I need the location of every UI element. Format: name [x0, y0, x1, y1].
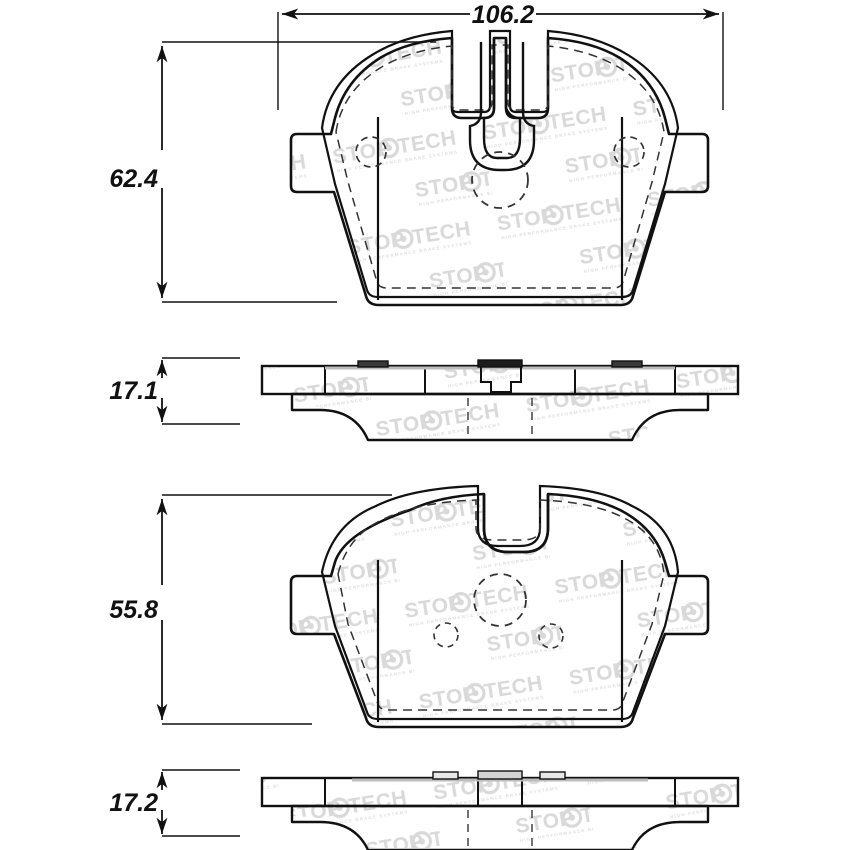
- outer-pad-friction-profile: [290, 392, 710, 442]
- inner-side-tab-left: [432, 771, 459, 780]
- watermark-outer-pad: [291, 38, 708, 305]
- outer-pad-hole-right: [613, 136, 645, 168]
- inner-pad-hole-lower-right: [538, 623, 564, 649]
- outer-pad-hole-center: [471, 151, 529, 209]
- inner-pad-center-notch: [482, 494, 550, 554]
- dimension-label-thickness-inner-pad: 17.2: [109, 789, 158, 817]
- dimension-thickness-inner-pad: 17.2: [109, 769, 240, 837]
- inner-pad-backing-plate-outline: [289, 492, 710, 729]
- dimension-height-inner-pad: 55.8: [109, 494, 392, 725]
- outer-side-tab-center: [477, 359, 523, 368]
- dimension-label-height-inner-pad: 55.8: [109, 596, 158, 624]
- outer-pad-center-slot-outer: [468, 42, 536, 172]
- dimension-label-width-top: 106.2: [472, 1, 535, 29]
- outer-pad-friction-outline: [320, 29, 680, 299]
- inner-pad-dashed-contour: [337, 499, 665, 711]
- inner-pad-friction-profile: [290, 804, 710, 850]
- outer-pad-front-view: [289, 29, 710, 307]
- dimension-thickness-outer-pad: 17.1: [109, 357, 240, 425]
- inner-side-tab-right: [539, 771, 566, 780]
- outer-side-tab-right: [611, 360, 643, 368]
- inner-pad-hole-lower-left: [433, 622, 459, 648]
- dimension-label-height-outer-pad: 62.4: [109, 165, 158, 193]
- outer-side-center-protrusion: [480, 367, 522, 393]
- inner-pad-hole-center: [473, 573, 527, 627]
- dimension-height-outer-pad: 62.4: [109, 41, 437, 303]
- outer-pad-hole-left: [355, 136, 387, 168]
- inner-side-tab-center: [477, 770, 523, 780]
- outer-pad-center-slot: [482, 38, 522, 160]
- dimension-width-top: 106.2: [277, 1, 724, 110]
- dimension-label-thickness-outer-pad: 17.1: [109, 377, 158, 405]
- inner-pad-friction-outline: [320, 484, 680, 721]
- inner-pad-front-view: [289, 484, 710, 729]
- outer-side-tab-left: [357, 360, 389, 368]
